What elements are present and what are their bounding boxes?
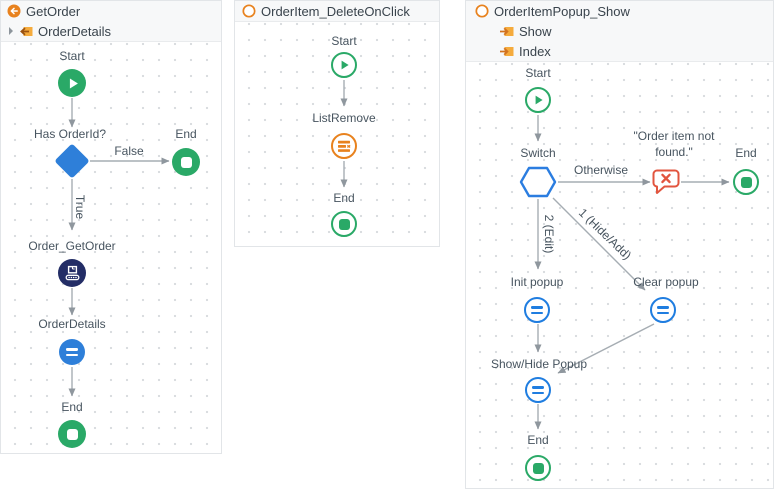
end-node-branch[interactable]: [172, 148, 200, 176]
flow-panel-orderitem-deleteonclick: OrderItem_DeleteOnClick Start ListRemove: [234, 0, 440, 247]
node-label-message: "Order item not found.": [633, 129, 715, 160]
input-parameter-icon: [500, 26, 514, 36]
output-parameter-icon: [20, 26, 33, 36]
flow-title-row[interactable]: OrderItemPopup_Show: [466, 1, 773, 21]
flow-panel-orderitempopup-show: OrderItemPopup_Show Show Index: [465, 0, 774, 489]
client-action-icon: [7, 4, 21, 18]
input-parameter-icon: [500, 46, 514, 56]
assign-node-init-popup[interactable]: [524, 297, 550, 323]
node-label-show-hide: Show/Hide Popup: [490, 357, 588, 371]
server-action-icon: [58, 259, 86, 287]
start-icon: [525, 87, 551, 113]
node-label-start: Start: [525, 66, 551, 80]
start-icon: [58, 69, 86, 97]
assign-node-clear-popup[interactable]: [650, 297, 676, 323]
message-node[interactable]: [652, 169, 680, 195]
node-label-server-action: Order_GetOrder: [28, 239, 116, 253]
switch-node[interactable]: [519, 166, 557, 198]
start-node[interactable]: [58, 69, 86, 97]
tree-item-index[interactable]: Index: [466, 41, 773, 61]
error-message-icon: [652, 169, 680, 194]
flow-header: GetOrder OrderDetails: [1, 1, 221, 42]
node-label-decision: Has OrderId?: [33, 127, 107, 141]
node-label-end: End: [333, 191, 355, 205]
node-label-listremove: ListRemove: [312, 111, 376, 125]
node-label-assign: OrderDetails: [38, 317, 106, 331]
start-node[interactable]: [331, 52, 357, 78]
assign-icon: [650, 297, 676, 323]
tree-item-label: Index: [519, 43, 551, 59]
tree-item-label: OrderDetails: [38, 23, 111, 39]
assign-node-show-hide[interactable]: [525, 377, 551, 403]
end-node[interactable]: [331, 211, 357, 237]
node-label-end: End: [527, 433, 549, 447]
assign-icon: [525, 377, 551, 403]
edge-label-false: False: [114, 144, 144, 158]
list-remove-icon: [331, 133, 357, 159]
assign-icon: [59, 339, 85, 365]
start-icon: [331, 52, 357, 78]
tree-item-show[interactable]: Show: [466, 21, 773, 41]
list-remove-node[interactable]: [331, 133, 357, 159]
node-label-end-branch: End: [735, 146, 757, 160]
end-node-branch[interactable]: [733, 169, 759, 195]
end-icon: [331, 211, 357, 237]
server-action-node[interactable]: [58, 259, 86, 287]
flow-panel-getorder: GetOrder OrderDetails Start Has Ord: [0, 0, 222, 454]
end-node[interactable]: [525, 455, 551, 481]
end-icon: [58, 420, 86, 448]
tree-item-orderdetails[interactable]: OrderDetails: [1, 21, 221, 41]
start-node[interactable]: [525, 87, 551, 113]
screen-action-icon: [475, 4, 489, 18]
end-icon: [733, 169, 759, 195]
flow-title-row[interactable]: OrderItem_DeleteOnClick: [235, 1, 439, 21]
node-label-end: End: [61, 400, 83, 414]
node-label-start: Start: [331, 34, 357, 48]
assign-icon: [524, 297, 550, 323]
hexagon-icon: [519, 166, 557, 198]
end-node[interactable]: [58, 420, 86, 448]
assign-node[interactable]: [59, 339, 85, 365]
expander-icon[interactable]: [9, 27, 13, 35]
flow-title: OrderItem_DeleteOnClick: [261, 3, 410, 19]
screen-action-icon: [242, 4, 256, 18]
edge-label-true: True: [73, 194, 87, 220]
node-label-clear-popup: Clear popup: [633, 275, 699, 289]
flow-header: OrderItem_DeleteOnClick: [235, 1, 439, 22]
edge-label-case2: 2 (Edit): [542, 214, 556, 254]
flow-title: GetOrder: [26, 3, 81, 19]
end-icon: [525, 455, 551, 481]
end-icon: [172, 148, 200, 176]
edge-label-otherwise: Otherwise: [573, 163, 629, 177]
flow-title-row[interactable]: GetOrder: [1, 1, 221, 21]
flow-header: OrderItemPopup_Show Show Index: [466, 1, 773, 62]
node-label-init-popup: Init popup: [510, 275, 564, 289]
node-label-switch: Switch: [520, 146, 556, 160]
tree-item-label: Show: [519, 23, 552, 39]
node-label-end-branch: End: [175, 127, 197, 141]
flow-canvas: [1, 42, 221, 453]
node-label-start: Start: [59, 49, 85, 63]
flow-title: OrderItemPopup_Show: [494, 3, 630, 19]
